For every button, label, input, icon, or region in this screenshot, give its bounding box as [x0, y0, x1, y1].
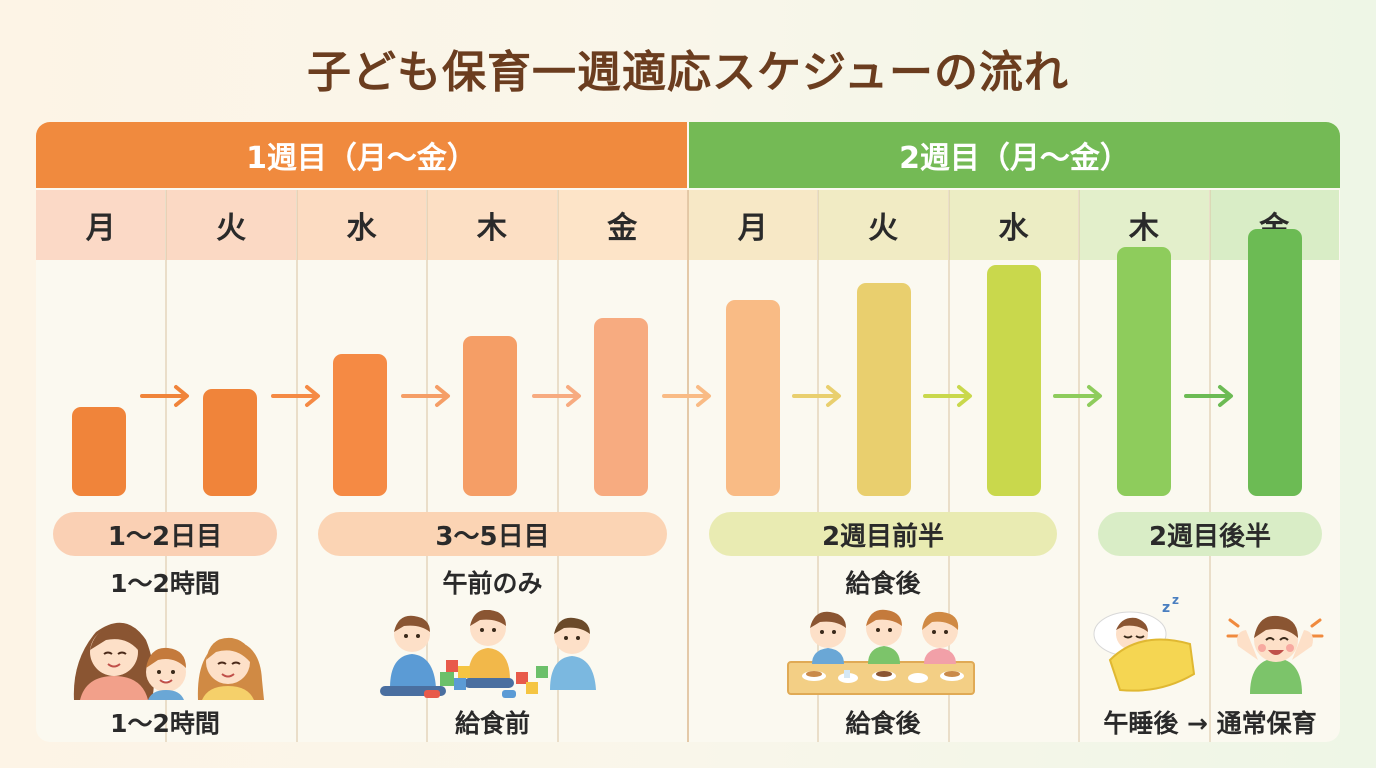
duration-bar-9 — [1117, 246, 1172, 496]
progress-arrow-icon — [401, 385, 451, 407]
phase-1-top-label: 1〜2時間 — [110, 569, 220, 598]
day-header-5: 金 — [557, 190, 687, 260]
children-playing-blocks-illustration — [380, 610, 596, 698]
day-header-6: 月 — [688, 190, 818, 260]
progress-arrow-icon — [1183, 385, 1233, 407]
progress-arrow-icon — [531, 385, 581, 407]
page-title: 子ども保育一週適応スケジューの流れ — [307, 47, 1069, 98]
family-illustration — [73, 622, 264, 700]
duration-bar-7 — [856, 282, 911, 496]
phase-pill-days-1-2: 1〜2日目 — [53, 512, 277, 556]
phase-4-bottom-label: 午睡後 → 通常保育 — [1103, 709, 1317, 738]
phase-pill-days-3-5: 3〜5日目 — [318, 512, 667, 556]
phase-pill-label: 2週目後半 — [1148, 521, 1272, 552]
phase-1-bottom-label: 1〜2時間 — [110, 709, 220, 738]
progress-arrow-icon — [662, 385, 711, 407]
column-divider — [295, 190, 298, 742]
column-divider — [1078, 190, 1081, 742]
column-divider — [947, 190, 950, 742]
day-header-3: 水 — [296, 190, 427, 260]
phase-pill-label: 3〜5日目 — [435, 521, 550, 552]
duration-bar-1 — [72, 407, 127, 496]
phase-2-top-label: 午前のみ — [442, 569, 543, 598]
child-napping-illustration: z z — [1093, 594, 1196, 692]
day-header-8: 水 — [948, 190, 1079, 260]
progress-arrow-icon — [140, 385, 190, 407]
duration-bar-4 — [463, 335, 518, 496]
svg-text:z: z — [1162, 600, 1170, 616]
day-header-2: 火 — [166, 190, 296, 260]
week-1-header: 1週目（月〜金） — [36, 122, 687, 188]
column-divider — [1208, 190, 1211, 742]
day-header-1: 月 — [36, 190, 166, 260]
duration-bar-2 — [202, 389, 257, 496]
schedule-board: 1週目（月〜金） 2週目（月〜金） 月火水木金月火水木金 1〜2日目 3〜5日目… — [36, 122, 1340, 742]
progress-arrow-icon — [922, 385, 972, 407]
duration-bar-6 — [726, 300, 781, 496]
phase-3-bottom-label: 給食後 — [845, 709, 921, 738]
happy-child-illustration — [1226, 615, 1324, 694]
phase-pill-label: 1〜2日目 — [107, 521, 223, 552]
progress-arrow-icon — [270, 385, 320, 407]
duration-bar-8 — [987, 264, 1041, 496]
day-header-4: 木 — [427, 190, 557, 260]
duration-bar-3 — [333, 353, 387, 496]
column-divider — [165, 190, 168, 742]
phase-pill-week2-second-half: 2週目後半 — [1098, 512, 1322, 556]
column-divider — [426, 190, 429, 742]
progress-arrow-icon — [792, 385, 842, 407]
column-divider — [817, 190, 820, 742]
week-2-header: 2週目（月〜金） — [689, 122, 1340, 188]
duration-bar-10 — [1247, 229, 1302, 496]
phase-pill-week2-first-half: 2週目前半 — [709, 512, 1057, 556]
duration-bar-5 — [593, 318, 648, 496]
column-divider — [556, 190, 559, 742]
svg-text:z: z — [1172, 594, 1179, 607]
phase-2-bottom-label: 給食前 — [454, 709, 530, 738]
day-header-7: 火 — [818, 190, 948, 260]
progress-arrow-icon — [1053, 385, 1103, 407]
column-divider — [687, 190, 689, 742]
phase-3-top-label: 給食後 — [845, 569, 921, 598]
children-eating-lunch-illustration — [787, 609, 975, 695]
phase-pill-label: 2週目前半 — [821, 521, 945, 552]
